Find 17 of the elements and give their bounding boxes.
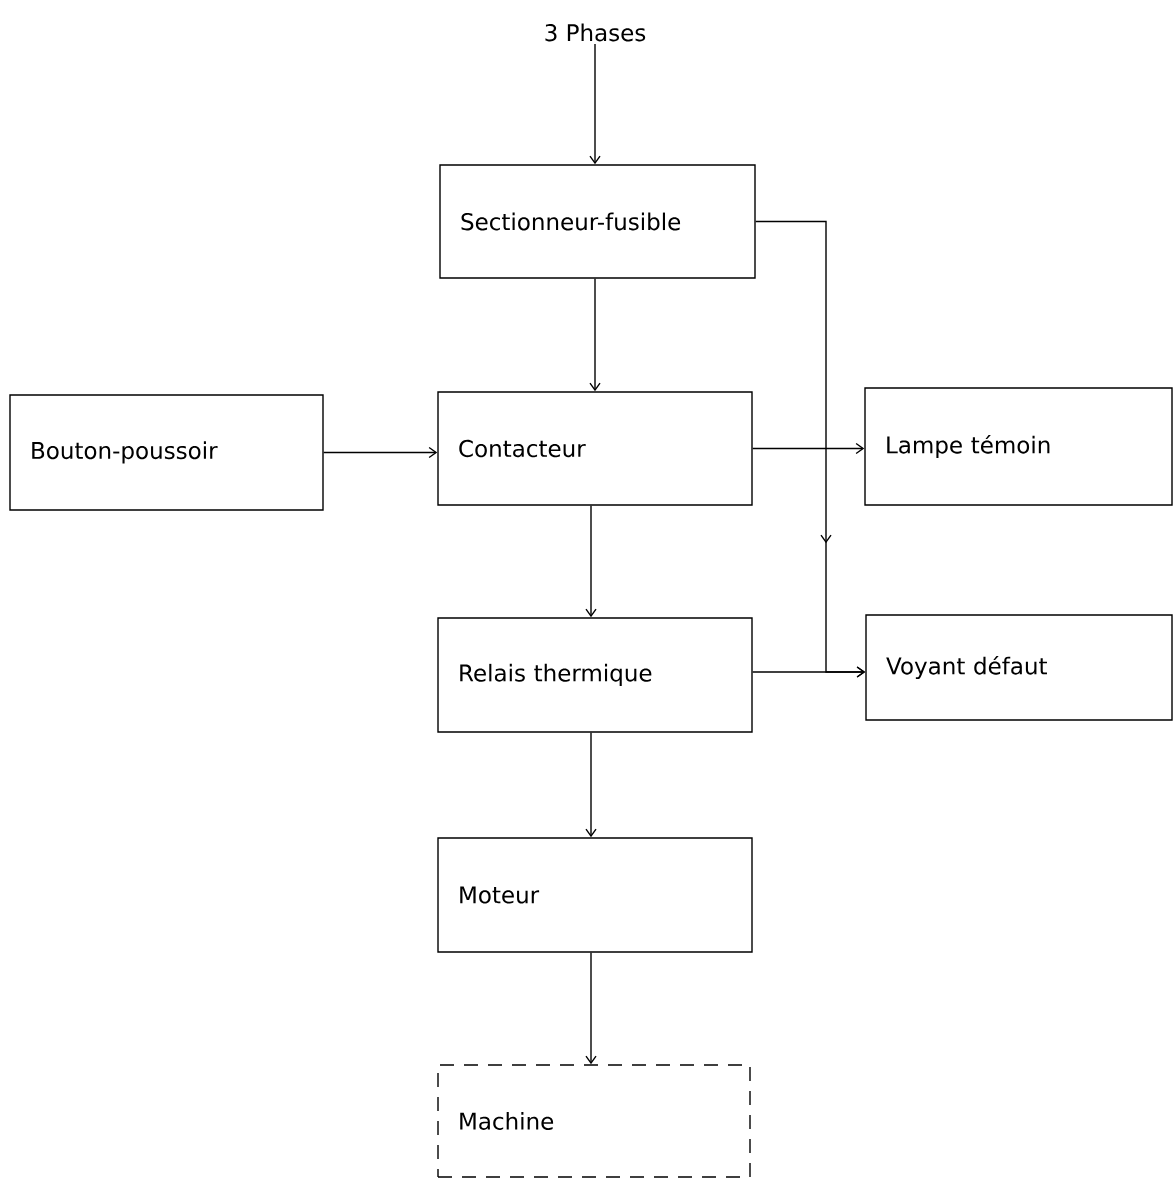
process-box: Relais thermique	[437, 617, 753, 733]
process-box: Bouton-poussoir	[9, 394, 324, 511]
process-box: Moteur	[437, 837, 753, 953]
arrow	[752, 666, 866, 678]
process-box: Sectionneur-fusible	[439, 164, 756, 279]
process-box: Lampe témoin	[864, 387, 1173, 506]
process-box: Voyant défaut	[865, 614, 1173, 721]
arrow	[585, 952, 597, 1065]
input-label: 3 Phases	[545, 23, 646, 42]
arrow	[323, 446, 438, 459]
arrow	[589, 43, 601, 165]
process-box: Contacteur	[437, 391, 753, 506]
arrow	[585, 505, 597, 618]
arrow	[589, 278, 601, 392]
arrow	[585, 732, 597, 838]
arrow	[752, 442, 865, 455]
process-box: Machine	[437, 1064, 751, 1178]
